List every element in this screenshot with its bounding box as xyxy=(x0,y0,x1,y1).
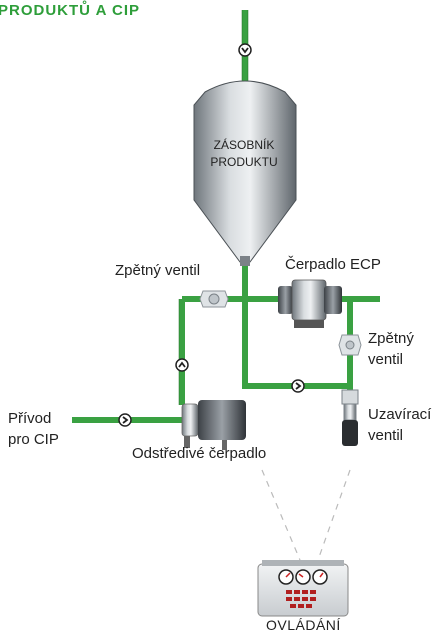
signal-lines xyxy=(261,469,351,561)
gauge-icon xyxy=(278,569,294,585)
shutoff-valve-icon xyxy=(341,389,359,446)
tank-label-line2: PRODUKTU xyxy=(210,155,278,169)
control-panel-icon xyxy=(257,560,349,617)
check-valve-right-label-1: Zpětný xyxy=(368,330,414,347)
flow-arrow-icon xyxy=(238,43,252,57)
shutoff-valve-label-1: Uzavírací xyxy=(368,406,432,423)
pump-icon xyxy=(278,279,342,328)
cip-inlet-label-2: pro CIP xyxy=(8,431,59,448)
check-valve-icon xyxy=(199,290,229,308)
gauge-icon xyxy=(312,569,328,585)
check-valve-icon xyxy=(338,334,362,356)
flow-arrow-icon xyxy=(118,413,132,427)
flow-arrow-icon xyxy=(175,358,189,372)
shutoff-valve-label-2: ventil xyxy=(368,427,404,444)
pump-icon xyxy=(181,400,246,450)
page-title: PRODUKTŮ A CIP xyxy=(0,2,141,19)
flow-arrow-icon xyxy=(291,379,305,393)
control-label: OVLÁDÁNÍ xyxy=(266,617,341,633)
check-valve-right-label-2: ventil xyxy=(368,351,404,368)
storage-tank xyxy=(193,80,297,266)
pump-ecp-label: Čerpadlo ECP xyxy=(285,256,381,273)
gauge-icon xyxy=(295,569,311,585)
flow-arrows xyxy=(118,43,305,427)
cip-inlet-label-1: Přívod xyxy=(8,410,52,427)
check-valve-left-label: Zpětný ventil xyxy=(115,262,201,279)
tank-label-line1: ZÁSOBNÍK xyxy=(213,138,275,152)
centrifugal-pump-label: Odstředivé čerpadlo xyxy=(132,445,267,462)
